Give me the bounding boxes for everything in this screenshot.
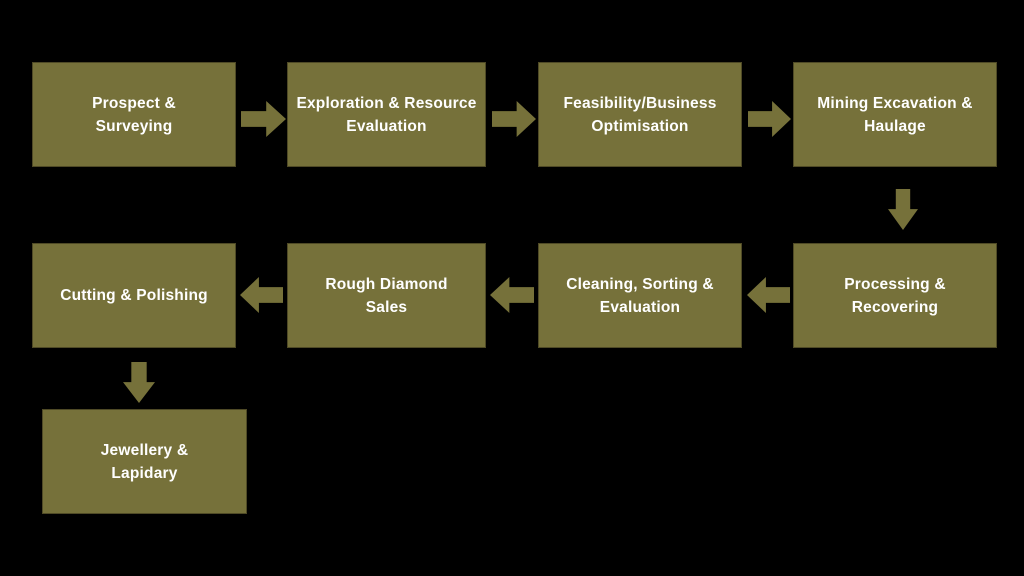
arrow-left-icon — [240, 277, 283, 313]
node-label: Feasibility/Business Optimisation — [563, 92, 716, 138]
arrow-right-icon — [748, 101, 791, 137]
node-processing-recovering: Processing & Recovering — [793, 243, 997, 348]
node-label: Processing & Recovering — [844, 273, 945, 319]
node-label-line: Jewellery & — [100, 441, 189, 459]
node-label: Exploration & Resource Evaluation — [296, 92, 476, 138]
arrow-right-icon — [492, 101, 536, 137]
node-label-line: Lapidary — [111, 464, 178, 482]
arrow-right-icon — [241, 101, 286, 137]
arrow-left-icon — [747, 277, 790, 313]
node-label: Rough Diamond Sales — [325, 273, 447, 319]
arrow-down-icon — [123, 362, 155, 403]
node-label-line: Cleaning, Sorting & — [566, 275, 714, 293]
node-cleaning-sorting-evaluation: Cleaning, Sorting & Evaluation — [538, 243, 742, 348]
node-label-line: Haulage — [864, 117, 926, 135]
node-label-line: Feasibility/Business — [563, 94, 717, 112]
node-feasibility-business-optimisation: Feasibility/Business Optimisation — [538, 62, 742, 167]
node-label-line: Exploration & Resource — [296, 94, 477, 112]
node-prospect-surveying: Prospect & Surveying — [32, 62, 236, 167]
node-label-line: Cutting & Polishing — [60, 287, 208, 304]
node-label: Cutting & Polishing — [60, 284, 208, 307]
node-label: Jewellery & Lapidary — [101, 439, 189, 485]
node-exploration-resource-evaluation: Exploration & Resource Evaluation — [287, 62, 486, 167]
node-label-line: Processing & — [844, 275, 946, 293]
node-label: Prospect & Surveying — [92, 92, 176, 138]
node-label-line: Prospect & — [92, 94, 176, 112]
node-label-line: Rough Diamond — [325, 275, 448, 293]
node-label: Mining Excavation & Haulage — [817, 92, 972, 138]
node-label-line: Recovering — [851, 298, 939, 316]
node-rough-diamond-sales: Rough Diamond Sales — [287, 243, 486, 348]
node-label-line: Optimisation — [591, 117, 689, 135]
node-label-line: Evaluation — [346, 117, 427, 135]
node-mining-excavation-haulage: Mining Excavation & Haulage — [793, 62, 997, 167]
node-cutting-polishing: Cutting & Polishing — [32, 243, 236, 348]
node-label-line: Sales — [365, 298, 408, 316]
arrow-down-icon — [888, 189, 918, 230]
arrow-left-icon — [490, 277, 534, 313]
node-label-line: Surveying — [95, 117, 173, 135]
node-jewellery-lapidary: Jewellery & Lapidary — [42, 409, 247, 514]
node-label-line: Evaluation — [599, 298, 681, 316]
node-label: Cleaning, Sorting & Evaluation — [566, 273, 714, 319]
node-label-line: Mining Excavation & — [817, 94, 973, 112]
